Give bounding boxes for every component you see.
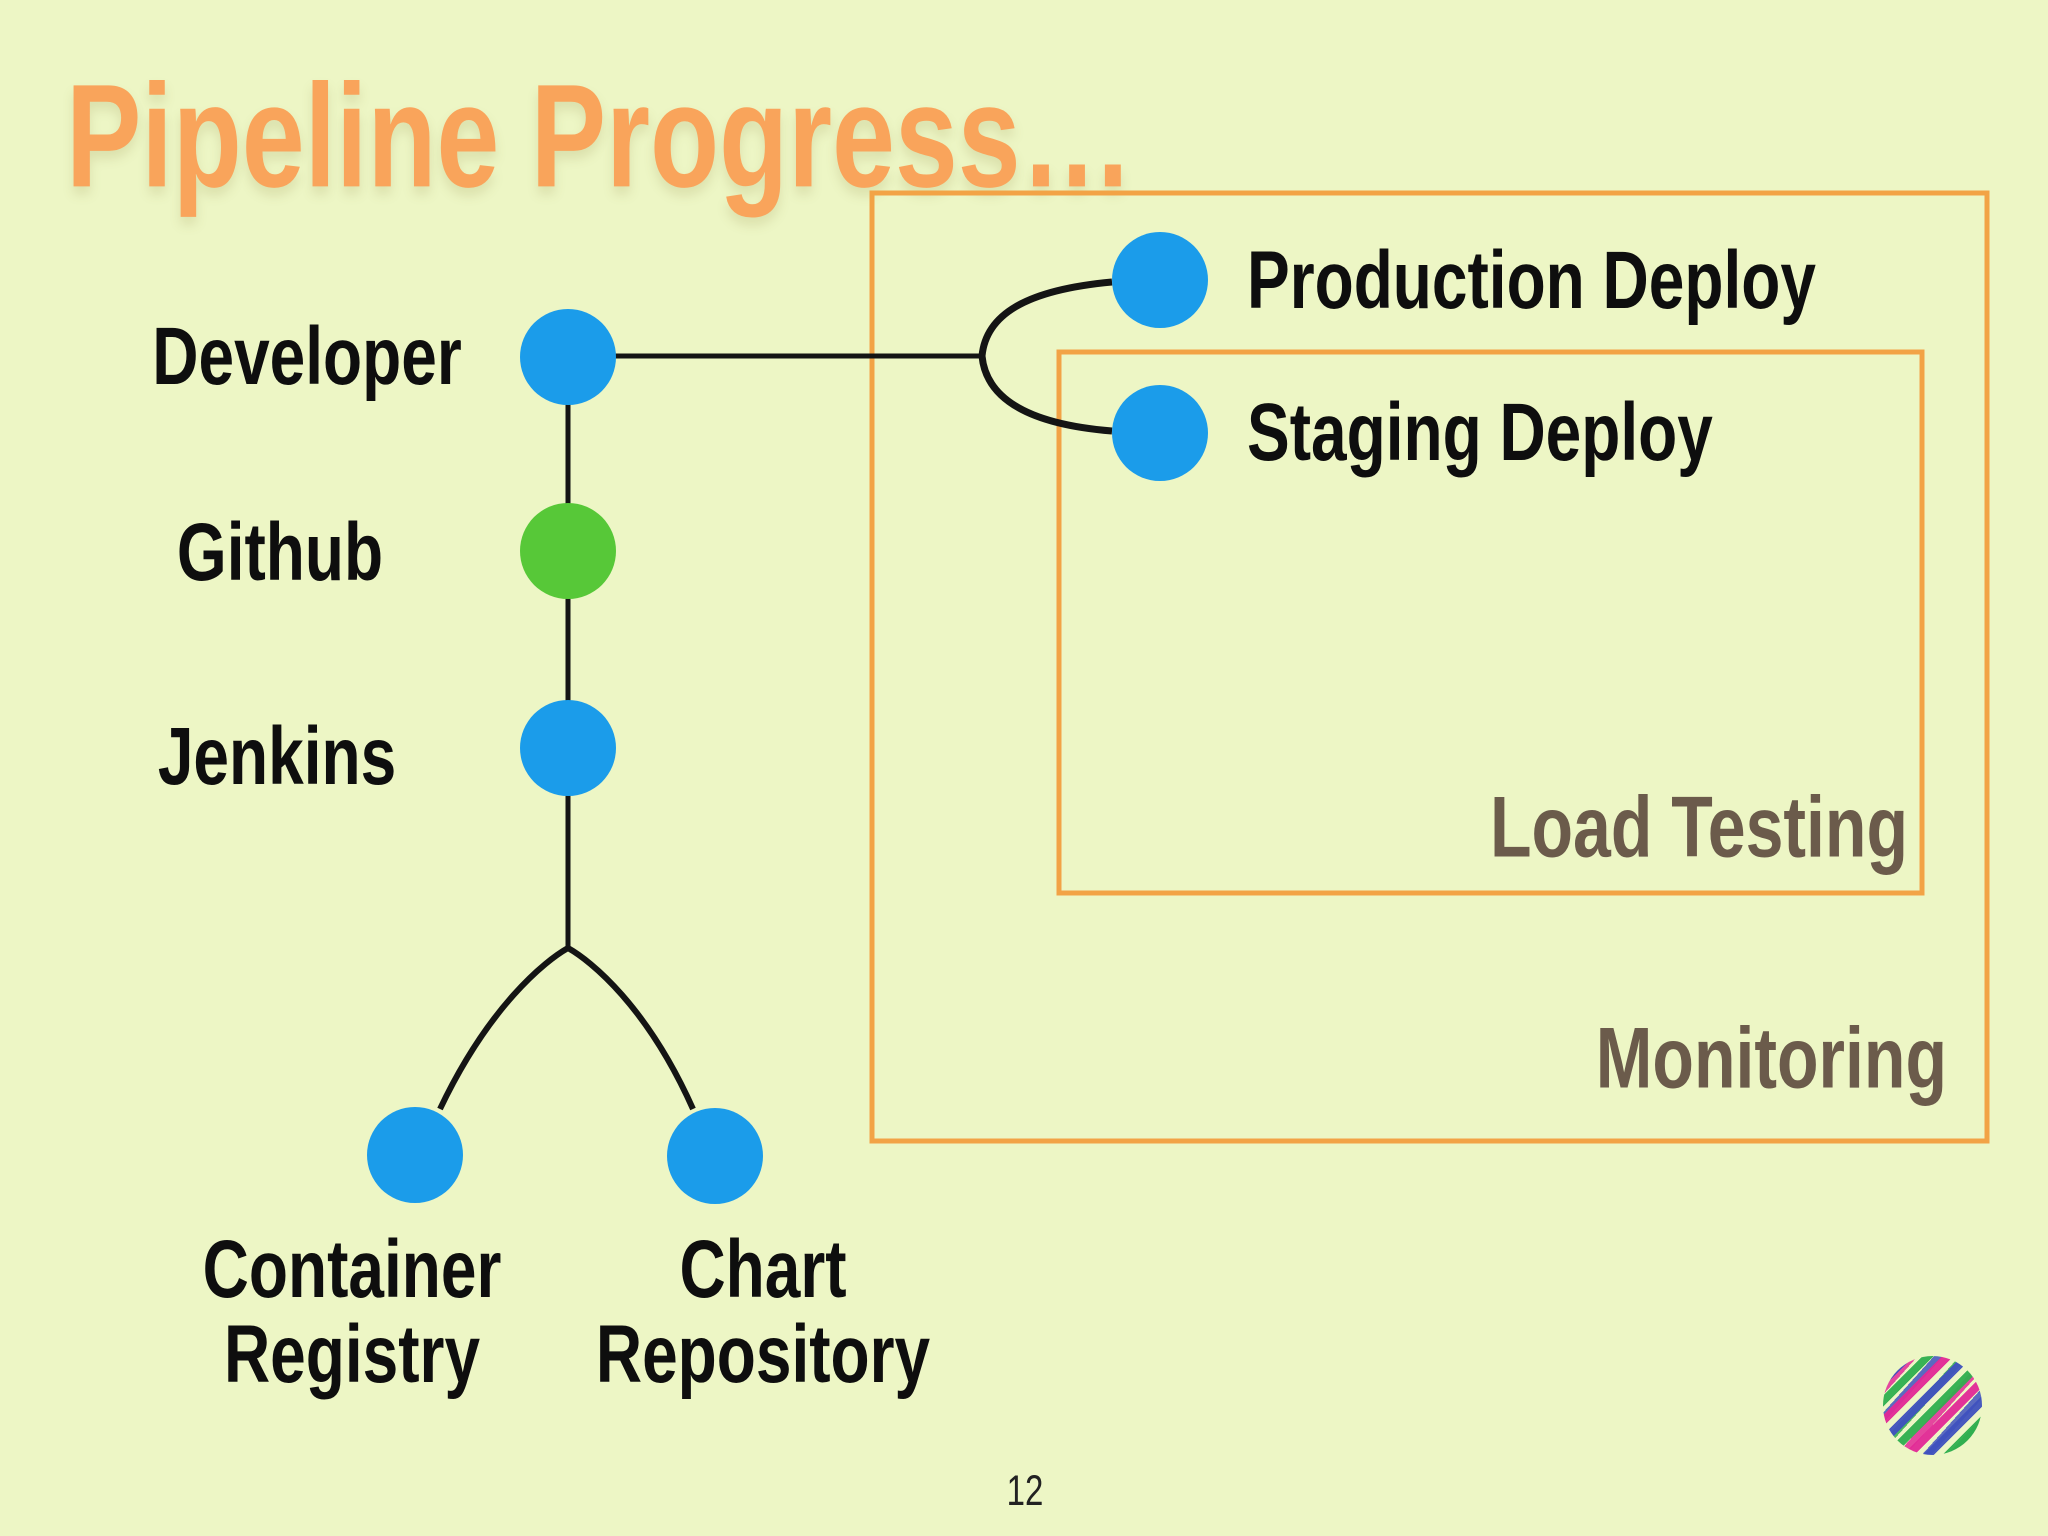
- page-number: 12: [1006, 1466, 1044, 1514]
- zone-label-monitoring: Monitoring: [1595, 1010, 1947, 1107]
- node-label-chart-repository: Chart Repository: [595, 1223, 931, 1400]
- node-circle-chart-repository: [667, 1108, 763, 1204]
- load-testing-zone-box: [1056, 349, 1925, 896]
- node-label-container-registry: Container Registry: [202, 1223, 502, 1400]
- company-sphere-logo-icon: [1883, 1356, 1982, 1455]
- connector-fork-to-chart-repository: [566, 945, 696, 1111]
- node-label-developer: Developer: [152, 310, 462, 402]
- node-circle-jenkins: [520, 700, 616, 796]
- node-circle-production-deploy: [1112, 232, 1208, 328]
- node-label-production-deploy: Production Deploy: [1247, 234, 1816, 326]
- connector-fork-to-container-registry: [437, 945, 570, 1111]
- node-circle-github: [520, 503, 616, 599]
- zone-label-load-testing: Load Testing: [1489, 779, 1908, 876]
- monitoring-zone-box: [869, 190, 1990, 1144]
- node-label-jenkins: Jenkins: [157, 710, 397, 802]
- connector-fork-to-production: [978, 278, 1113, 357]
- node-circle-container-registry: [367, 1107, 463, 1203]
- page-title: Pipeline Progress…: [66, 53, 1134, 218]
- node-circle-staging-deploy: [1112, 385, 1208, 481]
- node-label-github: Github: [176, 506, 384, 598]
- node-circle-developer: [520, 309, 616, 405]
- node-label-staging-deploy: Staging Deploy: [1247, 386, 1713, 478]
- connector-fork-to-staging: [978, 355, 1113, 435]
